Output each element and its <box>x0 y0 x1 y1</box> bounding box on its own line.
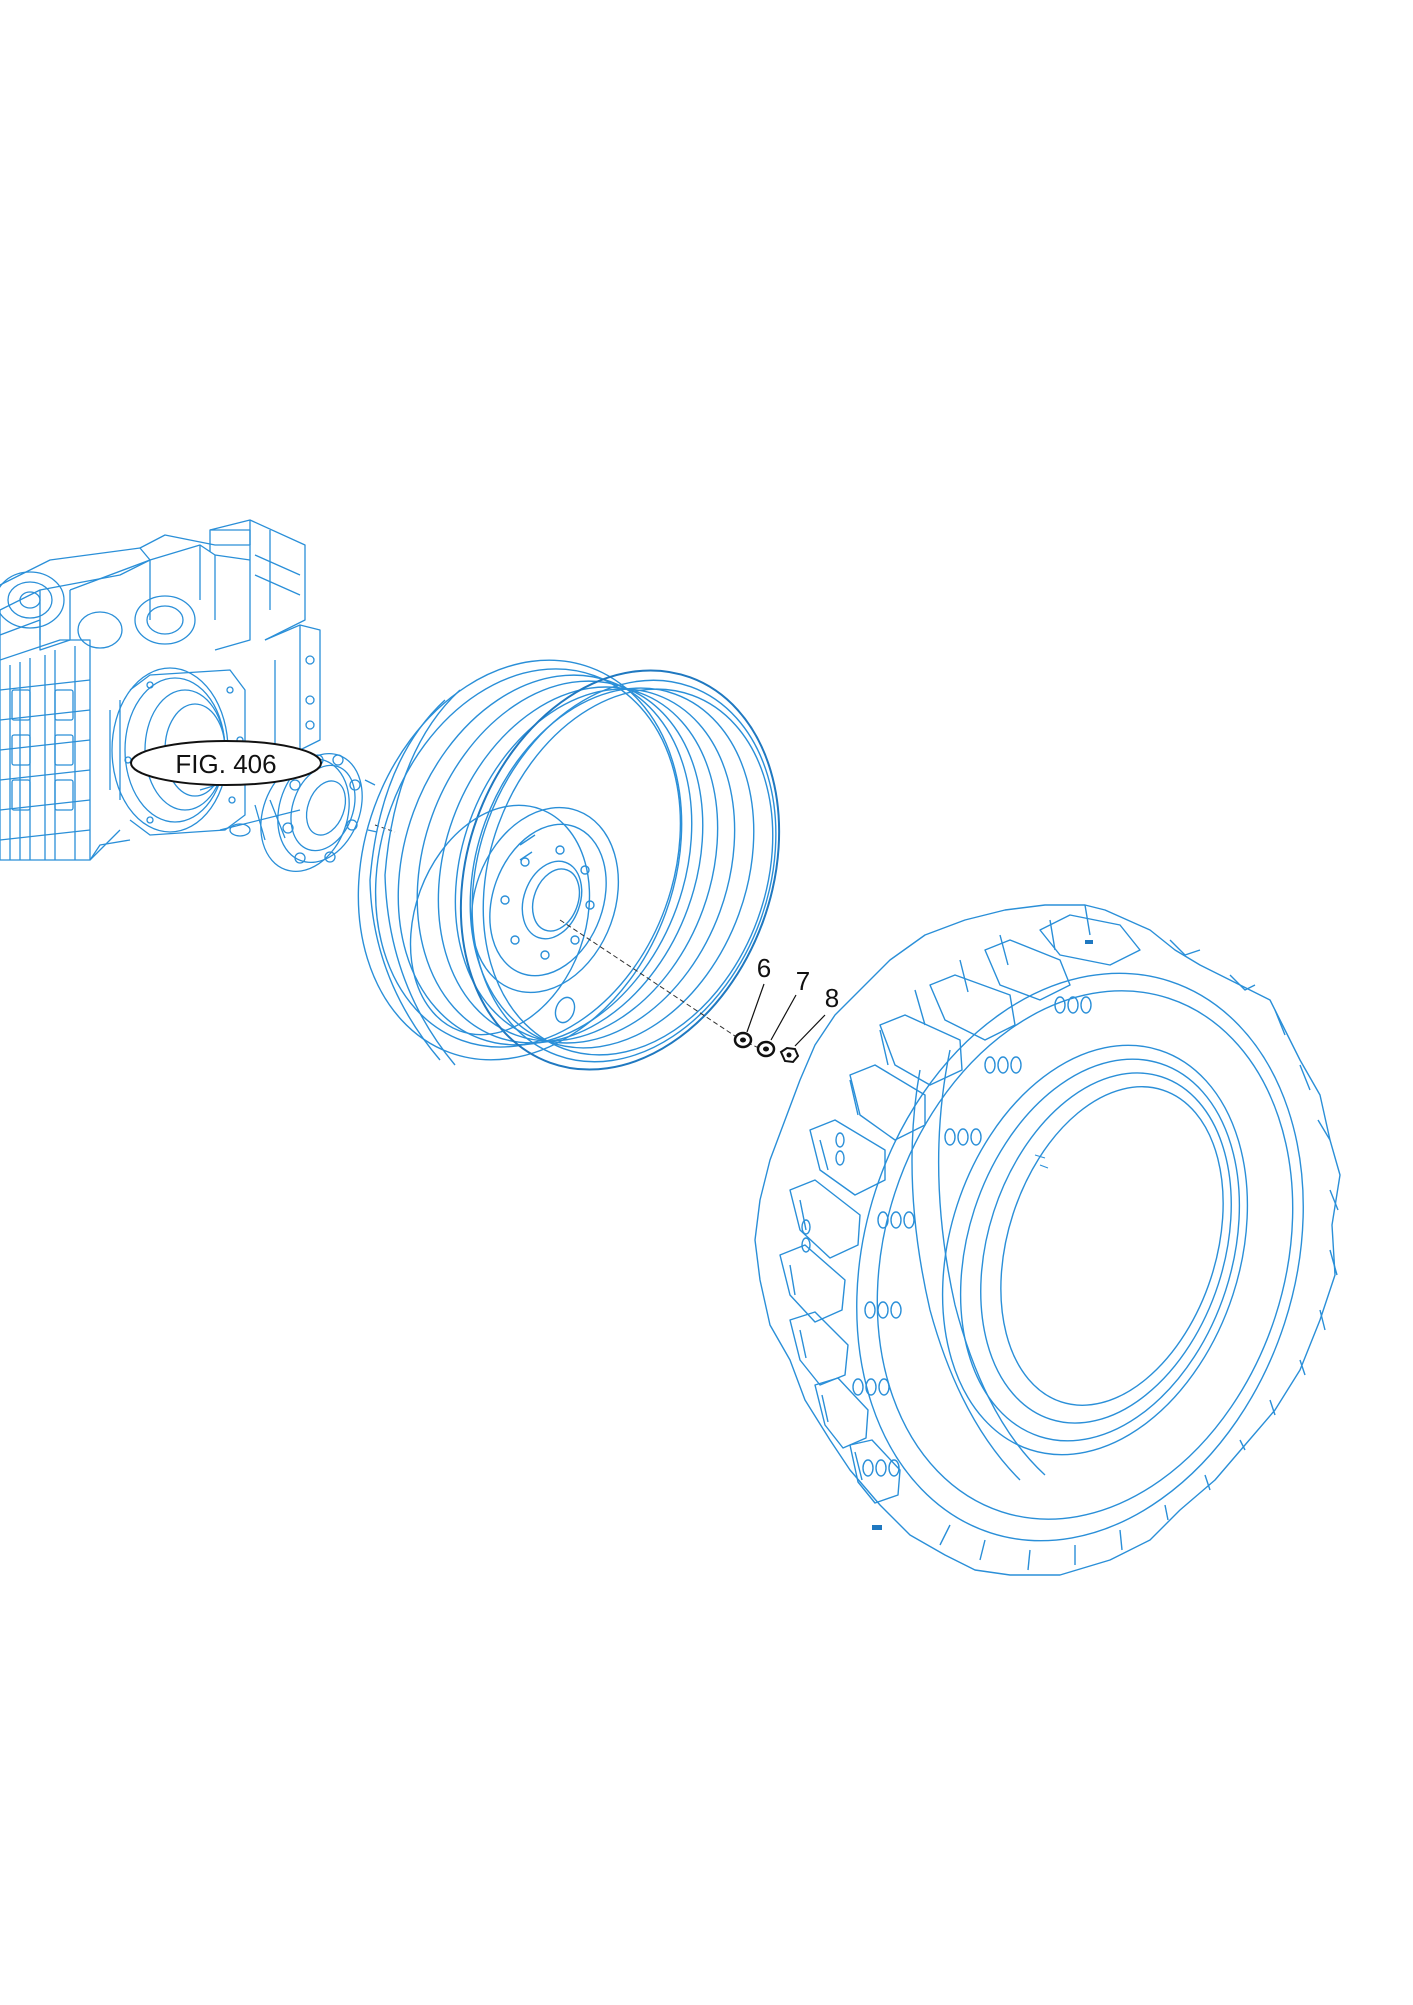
hub-studs <box>282 754 361 864</box>
part-8-nut <box>779 1046 800 1064</box>
fastener-parts: 6 7 8 <box>733 953 839 1064</box>
leader-line-6 <box>746 983 765 1033</box>
callout-8: 8 <box>825 983 839 1013</box>
rim-stud-holes <box>500 845 595 960</box>
leader-line-7 <box>770 994 797 1041</box>
transmission-housing <box>0 519 321 861</box>
figure-reference-callout: FIG. 406 <box>130 740 322 786</box>
callout-7: 7 <box>796 966 810 996</box>
wheel-rim <box>357 659 781 1071</box>
tyre-tread-lugs <box>779 904 1339 1571</box>
part-7-lock-washer <box>756 1040 776 1058</box>
tractor-tyre <box>754 904 1341 1576</box>
leader-line-8 <box>794 1014 826 1047</box>
callout-6: 6 <box>757 953 771 983</box>
axis-centerline-fasteners <box>559 919 739 1039</box>
wheel-hub-flange <box>260 752 378 873</box>
tyre-tread-holes <box>801 996 1092 1477</box>
figure-reference-label: FIG. 406 <box>175 749 276 779</box>
tyre-marks <box>872 940 1093 1530</box>
part-6-washer <box>733 1031 753 1049</box>
